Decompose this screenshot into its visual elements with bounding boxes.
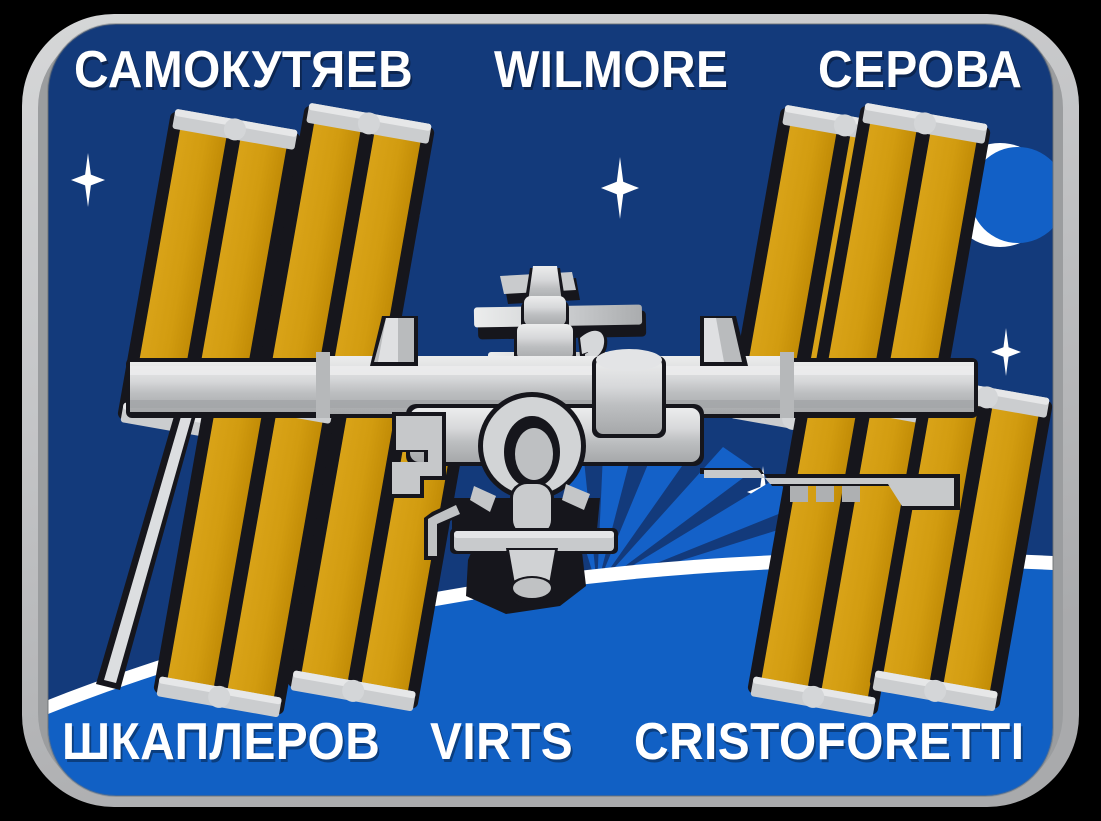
cupola-module bbox=[424, 392, 618, 614]
thermal-radiators bbox=[370, 316, 748, 366]
field-edge bbox=[47, 23, 1054, 797]
port-boom bbox=[96, 368, 208, 690]
patch-field bbox=[48, 24, 1053, 796]
integrated-truss bbox=[126, 352, 978, 418]
